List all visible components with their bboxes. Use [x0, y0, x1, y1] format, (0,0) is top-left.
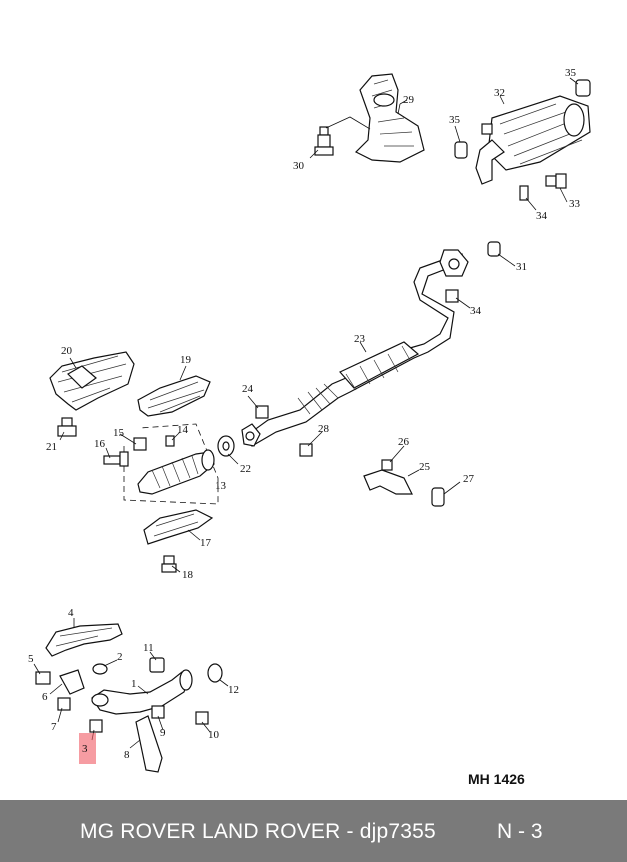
part-19-catalyst-shield	[137, 375, 211, 417]
callout-26: 26	[398, 436, 410, 448]
callout-33: 33	[569, 198, 581, 210]
part-17-bracket	[143, 509, 214, 545]
callout-4: 4	[68, 607, 74, 619]
part-24-nut	[255, 405, 269, 419]
callout-34-upper: 34	[536, 210, 548, 222]
part-33-bolt	[545, 173, 567, 189]
callout-1: 1	[131, 678, 137, 690]
exhaust-system-diagram: 29 30 35 32 35 33 34 31 34 23 24 28 26 2…	[28, 67, 591, 773]
drawing-code: MH 1426	[468, 771, 525, 787]
part-31-mount	[487, 241, 501, 257]
callout-13: 13	[215, 480, 227, 492]
callout-25: 25	[419, 461, 431, 473]
callout-11: 11	[143, 642, 154, 654]
callout-35-lower: 35	[449, 114, 461, 126]
part-15-nut	[133, 437, 147, 451]
part-10-nut	[195, 711, 209, 725]
callout-32: 32	[494, 87, 505, 99]
callout-22: 22	[240, 463, 251, 475]
callout-7: 7	[51, 721, 57, 733]
footer-page-number: N - 3	[497, 820, 543, 843]
part-28-nut	[299, 443, 313, 457]
callout-12: 12	[228, 684, 239, 696]
callout-17: 17	[200, 537, 212, 549]
part-11-mount	[149, 657, 165, 673]
callout-16: 16	[94, 438, 106, 450]
part-20-heat-shield	[49, 351, 135, 411]
part-21-bolt	[57, 417, 77, 437]
part-29-manifold-shield	[354, 73, 425, 163]
callout-6: 6	[42, 691, 48, 703]
callout-20: 20	[61, 345, 73, 357]
part-12-gasket	[207, 663, 223, 683]
part-27-mount-rubber	[431, 487, 445, 507]
callout-24: 24	[242, 383, 254, 395]
highlighted-part-marker	[79, 733, 96, 764]
part-2-gasket	[92, 663, 108, 675]
callout-5: 5	[28, 653, 34, 665]
callout-9: 9	[160, 727, 166, 739]
part-6-bracket	[59, 669, 85, 695]
part-14-stud	[165, 435, 175, 447]
part-5-stud	[35, 671, 51, 685]
callout-19: 19	[180, 354, 192, 366]
callout-8: 8	[124, 749, 130, 761]
part-9-nut	[151, 705, 165, 719]
callout-29: 29	[403, 94, 415, 106]
footer-title: MG ROVER LAND ROVER - djp7355	[80, 820, 436, 843]
callout-10: 10	[208, 729, 220, 741]
callout-14: 14	[177, 424, 189, 436]
part-7-nut	[57, 697, 71, 711]
part-32-rear-silencer	[475, 95, 591, 185]
part-13-catalytic-converter	[123, 423, 219, 505]
part-3-nut	[89, 719, 103, 733]
part-18-bolt	[161, 555, 177, 573]
callout-21: 21	[46, 441, 57, 453]
callout-35-upper: 35	[565, 67, 577, 79]
part-23-intermediate-pipe	[241, 249, 469, 447]
callout-30: 30	[293, 160, 305, 172]
callout-28: 28	[318, 423, 330, 435]
part-35-mount-rubber	[454, 79, 591, 159]
callout-23: 23	[354, 333, 366, 345]
callout-leader-lines	[33, 77, 579, 749]
callout-31: 31	[516, 261, 527, 273]
part-25-hanger-bracket	[363, 459, 413, 495]
part-4-heat-shield	[45, 623, 123, 657]
callout-34-lower: 34	[470, 305, 482, 317]
part-34-stud	[445, 185, 529, 303]
part-30-stud	[314, 116, 371, 156]
callout-15: 15	[113, 427, 125, 439]
callout-2: 2	[117, 651, 123, 663]
callout-labels: 29 30 35 32 35 33 34 31 34 23 24 28 26 2…	[28, 67, 581, 761]
callout-18: 18	[182, 569, 194, 581]
part-16-bolt	[103, 451, 129, 467]
part-1-front-pipe	[91, 669, 193, 715]
part-22-gasket	[217, 435, 235, 457]
footer-bar: MG ROVER LAND ROVER - djp7355 N - 3	[0, 800, 627, 862]
part-8-stay	[135, 715, 163, 773]
callout-27: 27	[463, 473, 475, 485]
